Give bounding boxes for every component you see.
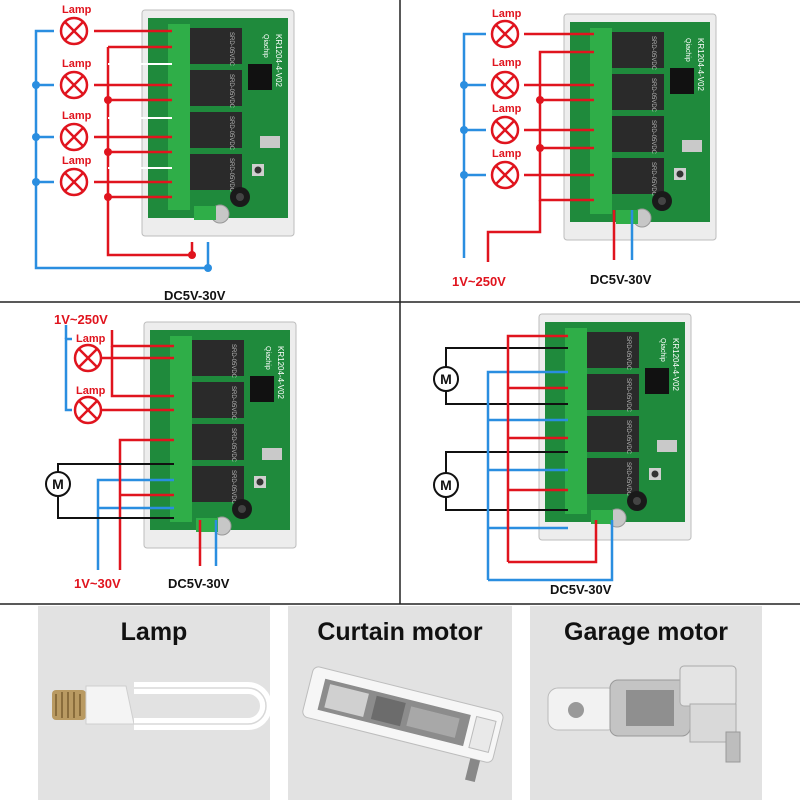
lamp-label: Lamp: [62, 58, 92, 70]
lamp-label: Lamp: [492, 57, 522, 69]
lamp-label: Lamp: [492, 8, 522, 20]
lamp-icon: [490, 115, 520, 145]
power-supply-label: DC5V-30V: [590, 272, 652, 287]
load-voltage-label: 1V~250V: [54, 312, 108, 327]
motor-icon: [45, 471, 71, 497]
power-supply-label: DC5V-30V: [168, 576, 230, 591]
product-title: Curtain motor: [317, 618, 483, 646]
product-card-curtain-motor: Curtain motor: [288, 606, 512, 800]
lamp-label: Lamp: [492, 148, 522, 160]
garage-motor-image: [547, 665, 741, 763]
lamp-label: Lamp: [76, 333, 106, 345]
product-card-garage-motor: Garage motor: [530, 606, 762, 800]
panel-top-right: Lamp Lamp Lamp Lamp 1V~250V DC5V-30V: [452, 8, 717, 289]
product-card-lamp: Lamp: [38, 606, 270, 800]
lamp-icon: [59, 167, 89, 197]
lamp-icon: [59, 16, 89, 46]
lamp-icon: [73, 343, 103, 373]
panel-top-left: Lamp Lamp Lamp Lamp DC5V-30V: [32, 4, 295, 303]
lamp-label: Lamp: [492, 103, 522, 115]
lamp-label: Lamp: [62, 155, 92, 167]
lamp-label: Lamp: [76, 385, 106, 397]
panel-bottom-right: DC5V-30V: [433, 313, 692, 597]
lamp-bulb-image: [52, 682, 270, 730]
motor-voltage-label: 1V~30V: [74, 576, 121, 591]
power-supply-label: DC5V-30V: [164, 288, 226, 303]
lamp-label: Lamp: [62, 4, 92, 16]
lamp-icon: [490, 19, 520, 49]
lamp-label: Lamp: [62, 110, 92, 122]
motor-icon: [433, 472, 459, 498]
wiring-diagrams: SRD-05VDC SRD-05VDC SRD-05VDC SRD-05VDC …: [0, 0, 800, 605]
power-supply-label: DC5V-30V: [550, 582, 612, 597]
curtain-motor-image: [302, 666, 504, 782]
product-title: Lamp: [120, 618, 188, 646]
load-voltage-label: 1V~250V: [452, 274, 506, 289]
product-title: Garage motor: [564, 618, 728, 646]
lamp-icon: [490, 70, 520, 100]
lamp-icon: [490, 160, 520, 190]
lamp-icon: [73, 395, 103, 425]
motor-icon: [433, 366, 459, 392]
lamp-icon: [59, 70, 89, 100]
lamp-icon: [59, 122, 89, 152]
panel-bottom-left: Lamp Lamp 1V~250V 1V~30V DC5V-30V: [45, 312, 297, 591]
